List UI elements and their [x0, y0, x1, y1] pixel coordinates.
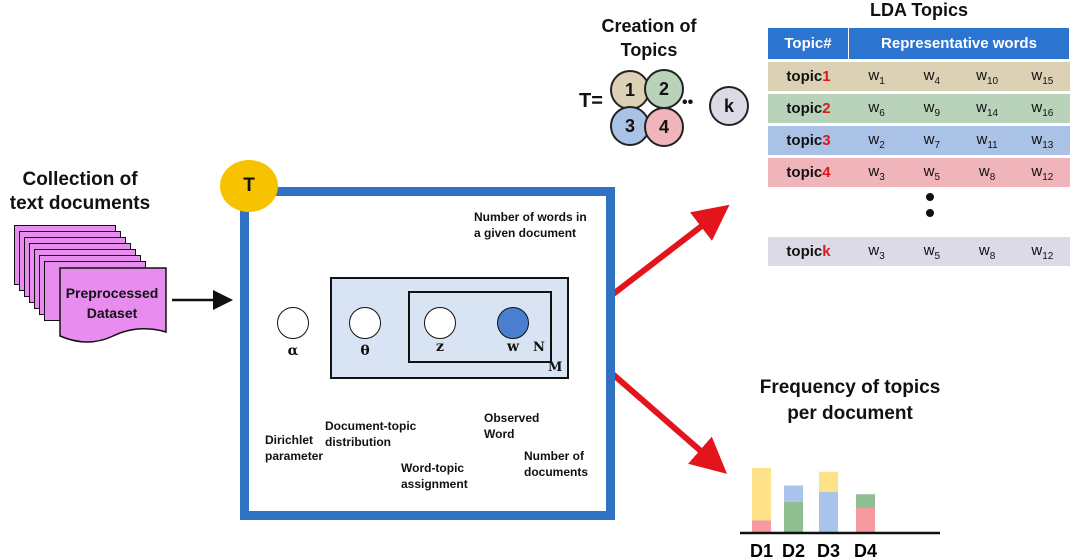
n-plate-label: N: [533, 340, 545, 355]
t-badge: T: [220, 160, 278, 212]
m-plate-label: M: [548, 360, 563, 375]
bar-segment-topic1: [752, 468, 771, 521]
topic-name: topic4: [768, 158, 849, 187]
z-node: [424, 307, 456, 339]
dirichlet-label: Dirichlet parameter: [265, 433, 324, 463]
word-cell: w7: [904, 126, 960, 155]
theta-node: [349, 307, 381, 339]
word-cell: w3: [849, 158, 905, 187]
bar-segment-topic2: [784, 501, 803, 533]
word-cell: w6: [849, 94, 905, 123]
topic-circle-k: k: [709, 86, 749, 126]
topic-name: topick: [768, 237, 849, 266]
topic-name: topic2: [768, 94, 849, 123]
to-frequency-arrow: [606, 367, 728, 474]
doc-label: D1: [750, 541, 773, 560]
bar-segment-topic1: [819, 471, 838, 492]
creation-title: Creation of Topics: [601, 16, 697, 60]
word-cell: w10: [959, 62, 1015, 91]
w-node: [497, 307, 529, 339]
doc-topic-label: Document-topic distribution: [325, 419, 417, 449]
words-count-label: Number of words in a given document: [474, 210, 587, 240]
word-cell: w13: [1014, 126, 1070, 155]
alpha-node: [277, 307, 309, 339]
bar-segment-topic3: [819, 491, 838, 533]
frequency-title: Frequency of topics per document: [759, 377, 941, 424]
word-cell: w11: [959, 126, 1015, 155]
w-symbol: w: [506, 339, 520, 355]
doc-label: D4: [854, 541, 877, 560]
frequency-chart: D1 D2 D3 D4: [740, 468, 940, 560]
bar-segment-topic4: [752, 520, 771, 533]
documents-title: Collection of text documents: [9, 169, 151, 214]
preprocessed-document: [59, 267, 167, 343]
topic-circle-4: 4: [644, 107, 684, 147]
word-cell: w12: [1014, 158, 1070, 187]
header-topic: Topic#: [768, 28, 849, 59]
word-topic-label: Word-topic assignment: [401, 461, 468, 491]
word-cell: w1: [849, 62, 905, 91]
word-cell: w2: [849, 126, 905, 155]
theta-symbol: θ: [360, 343, 370, 359]
table-ellipsis: [926, 193, 936, 225]
word-cell: w8: [959, 158, 1015, 187]
word-cell: w4: [904, 62, 960, 91]
word-cell: w15: [1014, 62, 1070, 91]
table-spacer: [768, 190, 1070, 234]
z-symbol: z: [436, 339, 444, 355]
topic-name: topic3: [768, 126, 849, 155]
ellipsis: ••: [682, 94, 694, 111]
topic-circle-2: 2: [644, 69, 684, 109]
word-cell: w9: [904, 94, 960, 123]
to-lda-topics-arrow: [606, 204, 730, 301]
word-cell: w5: [904, 237, 960, 266]
word-cell: w3: [849, 237, 905, 266]
t-equals-label: T=: [579, 90, 603, 112]
bar-segment-topic2: [856, 494, 875, 508]
observed-word-label: Observed Word: [484, 411, 540, 441]
word-cell: w5: [904, 158, 960, 187]
doc-label: D2: [782, 541, 805, 560]
bar-segment-topic3: [784, 485, 803, 502]
topic-name: topic1: [768, 62, 849, 91]
lda-header-row: Topic# Representative words: [768, 28, 1070, 59]
num-docs-label: Number of documents: [524, 449, 589, 479]
preprocessed-label: Preprocessed Dataset: [65, 285, 159, 321]
word-cell: w14: [959, 94, 1015, 123]
bar-segment-topic4: [856, 508, 875, 533]
doc-label: D3: [817, 541, 840, 560]
lda-title: LDA Topics: [870, 0, 968, 20]
header-words: Representative words: [849, 28, 1070, 59]
words-plate: [408, 291, 552, 363]
alpha-symbol: α: [287, 343, 299, 359]
word-cell: w12: [1014, 237, 1070, 266]
word-cell: w16: [1014, 94, 1070, 123]
word-cell: w8: [959, 237, 1015, 266]
